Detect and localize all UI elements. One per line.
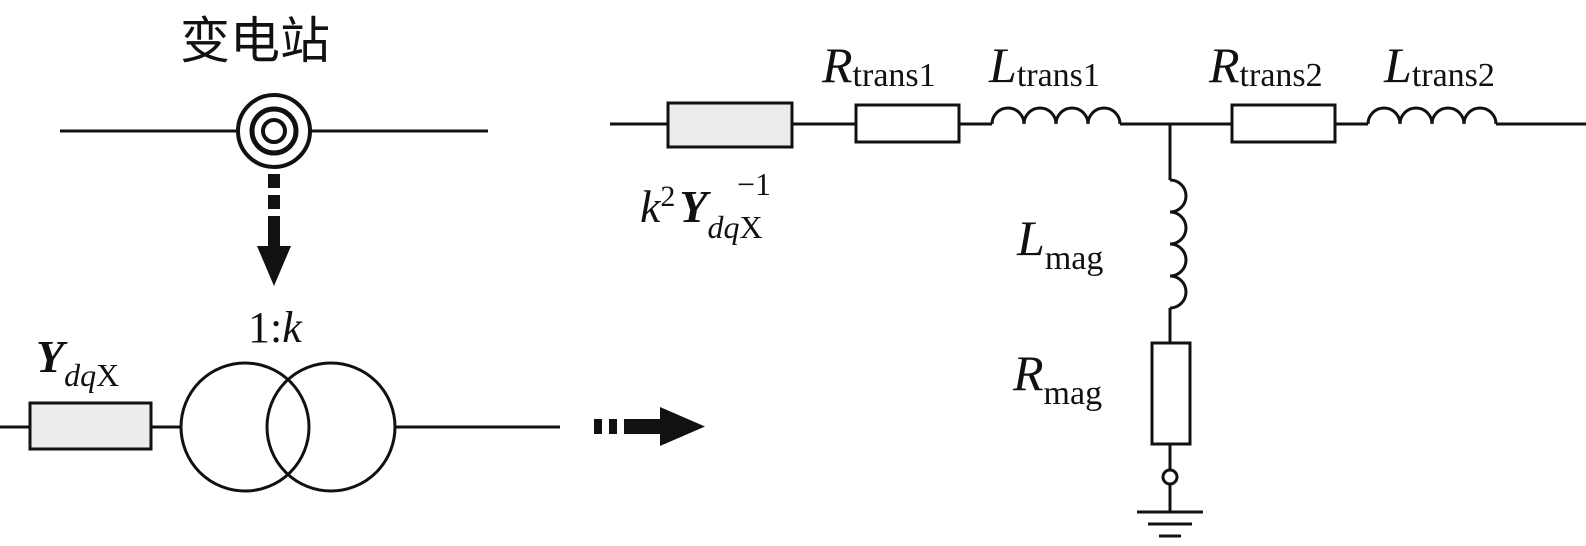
equivalent-admittance-label: k2YdqX	[640, 180, 763, 245]
dashed-down-arrow	[257, 174, 291, 286]
transformer-primary-winding	[179, 361, 311, 493]
ground-terminal	[1161, 468, 1179, 486]
substation-title: 变电站	[180, 12, 330, 70]
l-trans2-inductor	[1366, 106, 1498, 125]
l-mag-inductor	[1169, 178, 1188, 310]
l-trans2-label: Ltrans2	[1383, 37, 1495, 94]
transformer-section: YdqX 1:k	[0, 303, 705, 493]
l-mag-label: Lmag	[1016, 210, 1103, 277]
transformer-secondary-winding	[265, 361, 397, 493]
l-trans1-inductor	[990, 106, 1122, 125]
equivalent-circuit: Rtrans1 Ltrans1 Rtrans2 Ltrans2 Lmag Rma…	[610, 37, 1586, 538]
admittance-label: YdqX	[36, 331, 119, 393]
l-trans1-label: Ltrans1	[988, 37, 1100, 94]
r-trans2-resistor	[1230, 103, 1337, 144]
r-trans2-label: Rtrans2	[1208, 37, 1323, 94]
dashed-right-arrow	[594, 407, 705, 446]
substation-section: 变电站	[60, 12, 488, 286]
r-mag-label: Rmag	[1012, 345, 1102, 412]
inverse-exponent-label: −1	[737, 166, 771, 202]
transformer-ratio-label: 1:k	[248, 303, 303, 352]
r-trans1-resistor	[854, 103, 961, 144]
r-mag-resistor	[1150, 341, 1192, 446]
equivalent-admittance-block	[666, 101, 794, 149]
substation-inner-ring	[261, 118, 287, 144]
ground-icon	[1137, 510, 1203, 538]
r-trans1-label: Rtrans1	[821, 37, 936, 94]
admittance-block	[28, 401, 153, 451]
